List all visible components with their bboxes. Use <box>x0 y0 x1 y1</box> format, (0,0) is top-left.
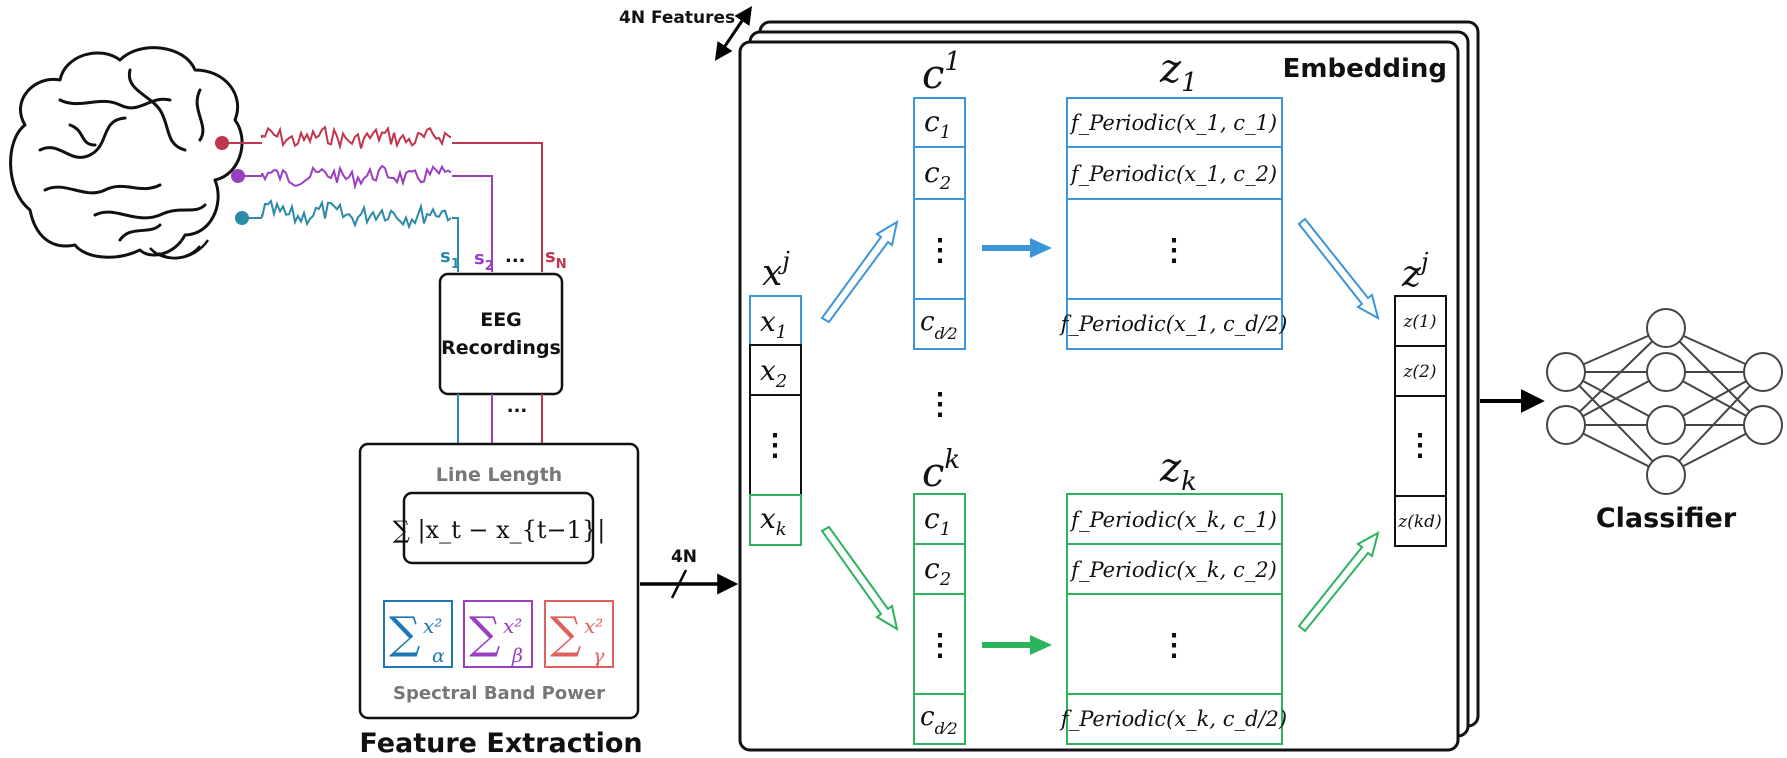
x-to-c1-arrow <box>820 219 899 324</box>
z1-cell-1: f_Periodic(x_1, c_1) <box>1069 111 1277 135</box>
zj-cell-1: z(1) <box>1402 312 1436 332</box>
c1-cell-dots: ⋮ <box>925 233 955 268</box>
svg-text:∑: ∑ <box>550 608 581 659</box>
electrode-teal-dot <box>235 211 249 225</box>
c1-to-z1-arrow <box>982 238 1052 258</box>
between-c-dots: ⋮ <box>925 387 955 422</box>
nn-edge <box>1665 371 1764 476</box>
ck-column-header: ck <box>922 445 960 496</box>
bus-width-label: 4N <box>671 547 697 567</box>
c1-cell-2: c2 <box>924 156 951 194</box>
svg-text:α: α <box>432 645 445 667</box>
nn-edge <box>1565 371 1667 476</box>
c1-cell-d2: cd⁄2 <box>920 307 958 343</box>
embedding-title: Embedding <box>1283 54 1447 84</box>
c1-vector <box>913 97 966 350</box>
zk-vector <box>1066 493 1283 745</box>
x-cell-k: xk <box>760 502 787 540</box>
wire-s-n <box>452 142 543 272</box>
line-length-formula-box <box>402 491 595 565</box>
features-label: 4N Features <box>619 8 735 28</box>
zj-cell-dots: ⋮ <box>1405 428 1435 463</box>
nn-node <box>1646 308 1686 348</box>
ck-cell-2: c2 <box>924 552 951 590</box>
nn-node <box>1546 405 1586 445</box>
z1-cell-d2: f_Periodic(x_1, c_d/2) <box>1059 312 1288 336</box>
x-cell-2: x2 <box>760 354 787 392</box>
svg-text:x²: x² <box>584 614 603 638</box>
x-cell-dots: ⋮ <box>760 428 790 463</box>
zj-cell-2: z(2) <box>1402 362 1436 382</box>
classifier-label: Classifier <box>1596 503 1737 534</box>
ck-cell-1: c1 <box>924 502 951 540</box>
svg-text:∑: ∑ <box>469 608 500 659</box>
nn-node <box>1743 405 1783 445</box>
z1-cell-2: f_Periodic(x_1, c_2) <box>1069 162 1277 186</box>
features-double-arrow <box>714 6 753 61</box>
nn-node <box>1646 352 1686 392</box>
wire-s-2 <box>452 175 493 272</box>
zj-cell-kd: z(kd) <box>1397 512 1441 532</box>
nn-edge <box>1665 327 1764 426</box>
bus-slash <box>670 569 688 599</box>
electrode-red-dot <box>215 136 229 150</box>
channel-ellipsis: ... <box>505 246 526 267</box>
feature-extraction-title: Feature Extraction <box>359 728 642 758</box>
ck-to-zk-arrow <box>982 635 1052 655</box>
ck-vector <box>913 493 966 745</box>
eeg-box-line2: Recordings <box>441 337 561 359</box>
zk-cell-dots: ⋮ <box>1159 628 1189 663</box>
c1-column-header: c1 <box>922 47 961 98</box>
nn-node <box>1743 352 1783 392</box>
brain-icon <box>9 46 244 259</box>
line-length-formula: ∑ |x_t − x_{t−1}| <box>393 516 606 545</box>
cable-ellipsis: ... <box>507 396 528 417</box>
nn-node <box>1646 405 1686 445</box>
zk-to-zj-arrow <box>1297 531 1380 633</box>
zk-cell-d2: f_Periodic(x_k, c_d/2) <box>1059 707 1287 731</box>
neural-network-icon <box>1565 327 1764 476</box>
channel-label-s1: s1 <box>440 246 460 272</box>
x-vector <box>749 295 802 546</box>
ck-cell-dots: ⋮ <box>925 628 955 663</box>
x-to-ck-arrow <box>820 525 899 632</box>
channel-label-s2: s2 <box>474 248 494 274</box>
eeg-signal-s-1 <box>261 199 452 230</box>
band-beta-box: ∑ x² β <box>463 600 533 668</box>
eeg-recordings-box <box>438 272 564 396</box>
zj-vector <box>1394 295 1447 547</box>
cerebellum-icon <box>149 239 210 260</box>
eeg-signal-s-n <box>261 125 452 151</box>
svg-text:γ: γ <box>593 645 605 667</box>
neural-network-nodes <box>1546 308 1783 495</box>
eeg-box-line1: EEG <box>480 309 522 331</box>
z1-vector <box>1066 97 1283 350</box>
spectral-band-power-label: Spectral Band Power <box>393 683 605 704</box>
band-alpha-box: ∑ x² α <box>383 600 453 668</box>
electrode-purple-dot <box>231 169 245 183</box>
wire-s-1 <box>452 217 459 272</box>
x-cell-1: x1 <box>760 305 787 343</box>
svg-text:β: β <box>511 645 523 667</box>
zk-cell-1: f_Periodic(x_k, c_1) <box>1069 508 1277 532</box>
svg-text:x²: x² <box>503 614 522 638</box>
z1-column-header: z1 <box>1159 46 1198 98</box>
x-column-header: xj <box>762 247 790 294</box>
svg-text:∑: ∑ <box>389 608 420 659</box>
nn-node <box>1546 352 1586 392</box>
line-length-label: Line Length <box>436 464 562 486</box>
nn-node <box>1646 455 1686 495</box>
svg-text:x²: x² <box>423 614 442 638</box>
z1-to-zj-arrow <box>1297 217 1380 320</box>
channel-label-sn: sN <box>545 246 567 272</box>
nn-edge <box>1565 327 1667 426</box>
ck-cell-d2: cd⁄2 <box>920 702 958 738</box>
c1-cell-1: c1 <box>924 105 951 143</box>
z1-cell-dots: ⋮ <box>1159 233 1189 268</box>
zk-cell-2: f_Periodic(x_k, c_2) <box>1069 558 1277 582</box>
band-gamma-box: ∑ x² γ <box>544 600 614 668</box>
eeg-signal-s-2 <box>261 164 452 190</box>
zj-column-header: zj <box>1401 248 1429 295</box>
zk-column-header: zk <box>1159 445 1197 497</box>
